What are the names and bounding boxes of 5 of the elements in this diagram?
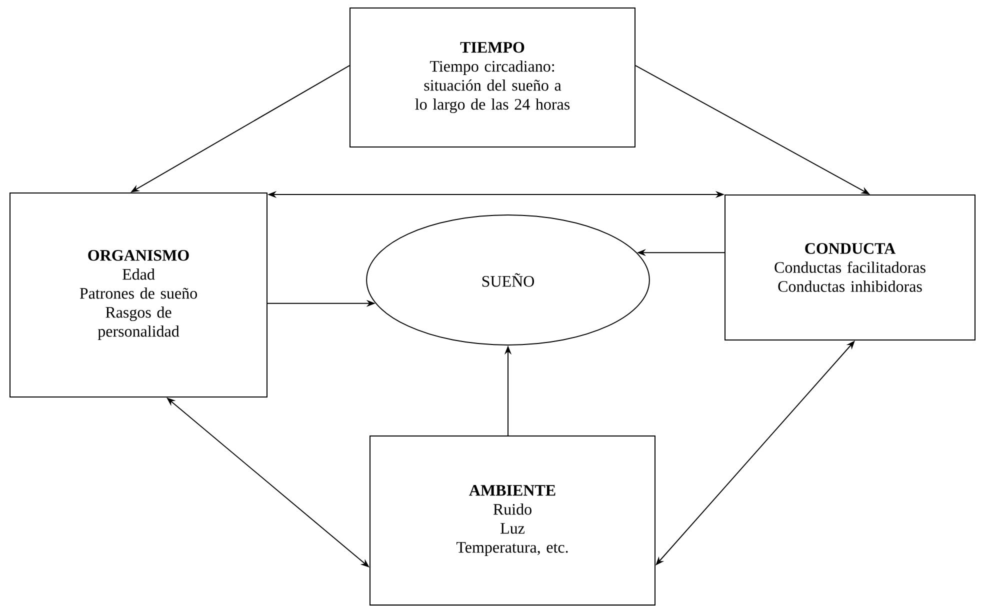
process-box: ORGANISMO Edad Patrones de sueño Rasgos de personalidad bbox=[10, 192, 268, 398]
process-box: AMBIENTE Ruido Luz Temperatura, etc. bbox=[370, 436, 656, 606]
process-box: CONDUCTA Conductas facilitadoras Conductas inhibidoras bbox=[724, 194, 976, 340]
process-box: TIEMPO Tiempo circadiano: situación del sueño a lo largo de las 24 horas bbox=[350, 8, 636, 148]
ellipse-node: SUEÑO bbox=[366, 214, 650, 346]
